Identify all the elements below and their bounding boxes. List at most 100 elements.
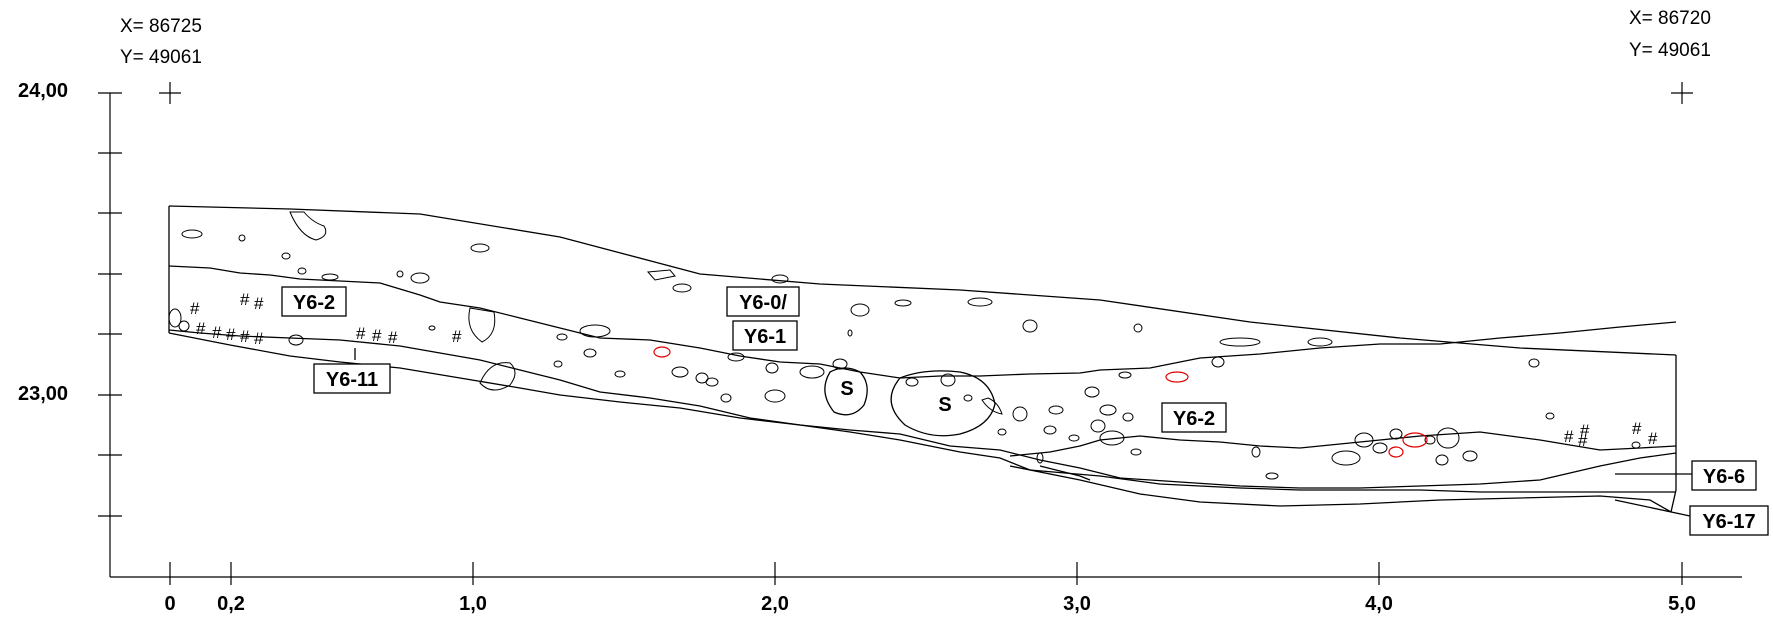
leader-y6-17 bbox=[1614, 499, 1691, 517]
red-stone bbox=[653, 346, 671, 358]
stone bbox=[1012, 406, 1028, 422]
stone bbox=[1528, 358, 1540, 368]
x-tick-label-3: 3,0 bbox=[1063, 593, 1091, 615]
stone bbox=[720, 393, 732, 403]
stone bbox=[1048, 405, 1064, 415]
x-tick-label-0-2: 0,2 bbox=[217, 593, 245, 615]
label-text-y6-0: Y6-0/ bbox=[739, 292, 787, 314]
pit-outline-s2 bbox=[890, 370, 996, 437]
y-axis: 24,00 23,00 bbox=[18, 80, 122, 577]
hatch-symbols: ## ## #### ### # ### ## bbox=[190, 290, 1658, 450]
stone bbox=[771, 274, 789, 284]
stone bbox=[289, 211, 327, 241]
svg-text:#: # bbox=[190, 299, 200, 318]
svg-text:#: # bbox=[1564, 427, 1574, 446]
stone bbox=[1022, 319, 1038, 333]
survey-cross-right bbox=[1671, 82, 1693, 104]
stone bbox=[1372, 442, 1388, 454]
label-text-y6-17: Y6-17 bbox=[1702, 511, 1755, 533]
stone bbox=[614, 370, 626, 378]
stone bbox=[981, 397, 1003, 415]
y-tick-label-23: 23,00 bbox=[18, 383, 68, 405]
stone bbox=[556, 333, 568, 341]
label-text-y6-2-right: Y6-2 bbox=[1173, 408, 1215, 430]
stone bbox=[1545, 412, 1555, 420]
stone bbox=[695, 372, 709, 384]
stone bbox=[799, 365, 825, 379]
stone bbox=[1090, 419, 1106, 433]
highlighted-stones bbox=[653, 346, 1428, 458]
stone bbox=[1118, 371, 1132, 379]
label-text-y6-1: Y6-1 bbox=[744, 326, 786, 348]
stone bbox=[1462, 450, 1478, 462]
boundary-y6-2-inner bbox=[1009, 431, 1677, 457]
stone bbox=[1043, 425, 1057, 435]
pit-outline-s1 bbox=[824, 367, 868, 416]
x-axis: 0 0,2 1,0 2,0 3,0 4,0 5,0 bbox=[110, 562, 1742, 615]
section-top-outline bbox=[168, 205, 1677, 356]
svg-text:#: # bbox=[212, 323, 222, 342]
stones bbox=[168, 211, 1641, 480]
stone bbox=[1331, 450, 1361, 466]
stone bbox=[847, 329, 853, 337]
y-tick-label-24: 24,00 bbox=[18, 80, 68, 102]
stone bbox=[671, 366, 689, 378]
label-y6-6: Y6-6 bbox=[1691, 460, 1757, 491]
label-y6-1: Y6-1 bbox=[732, 320, 798, 351]
stone bbox=[1084, 386, 1100, 398]
svg-text:#: # bbox=[196, 319, 206, 338]
boundary-y6-6 bbox=[1029, 469, 1676, 493]
svg-text:#: # bbox=[1578, 431, 1588, 450]
stone bbox=[181, 229, 203, 239]
label-y6-2-right: Y6-2 bbox=[1161, 402, 1227, 433]
stone bbox=[727, 352, 745, 362]
stone bbox=[1435, 454, 1449, 466]
stone bbox=[297, 267, 307, 275]
label-text-y6-2-left: Y6-2 bbox=[293, 292, 335, 314]
stone bbox=[479, 362, 516, 391]
stone bbox=[428, 325, 436, 331]
stone bbox=[764, 389, 786, 403]
stone bbox=[583, 348, 597, 358]
x-tick-label-0: 0 bbox=[164, 593, 175, 615]
label-y6-0: Y6-0/ bbox=[726, 286, 800, 317]
boundary-y6-1-lower bbox=[168, 329, 1677, 489]
red-stone bbox=[1388, 446, 1404, 458]
label-y6-11: Y6-11 bbox=[313, 363, 391, 394]
stone bbox=[1099, 404, 1117, 416]
stone bbox=[238, 234, 246, 242]
stone bbox=[940, 373, 956, 387]
coord-left-x: X= 86725 bbox=[120, 16, 202, 37]
stone bbox=[705, 377, 719, 387]
svg-text:#: # bbox=[388, 328, 398, 347]
coord-right-y: Y= 49061 bbox=[1629, 40, 1711, 61]
stone bbox=[1122, 412, 1134, 422]
label-y6-2-left: Y6-2 bbox=[281, 286, 347, 317]
boundary-y6-11-lower bbox=[168, 332, 1031, 471]
stone bbox=[963, 394, 973, 402]
label-y6-17: Y6-17 bbox=[1689, 505, 1769, 536]
stone bbox=[1130, 448, 1142, 456]
stone bbox=[1389, 428, 1403, 440]
stone bbox=[997, 428, 1007, 436]
svg-text:#: # bbox=[372, 326, 382, 345]
stone bbox=[1251, 446, 1261, 458]
stone bbox=[168, 308, 182, 328]
svg-text:#: # bbox=[226, 325, 236, 344]
red-stone bbox=[1402, 432, 1428, 448]
svg-text:#: # bbox=[1648, 429, 1658, 448]
stone bbox=[410, 272, 430, 284]
survey-cross-left bbox=[159, 82, 181, 104]
stone bbox=[1424, 435, 1436, 445]
stone bbox=[832, 358, 848, 370]
svg-text:#: # bbox=[240, 327, 250, 346]
stone bbox=[470, 243, 490, 253]
label-s1: S bbox=[840, 378, 853, 400]
stone bbox=[579, 324, 611, 338]
stone bbox=[967, 297, 993, 307]
x-tick-label-4: 4,0 bbox=[1365, 593, 1393, 615]
stone bbox=[1211, 356, 1225, 368]
svg-text:#: # bbox=[1580, 421, 1590, 440]
stone bbox=[765, 362, 779, 374]
